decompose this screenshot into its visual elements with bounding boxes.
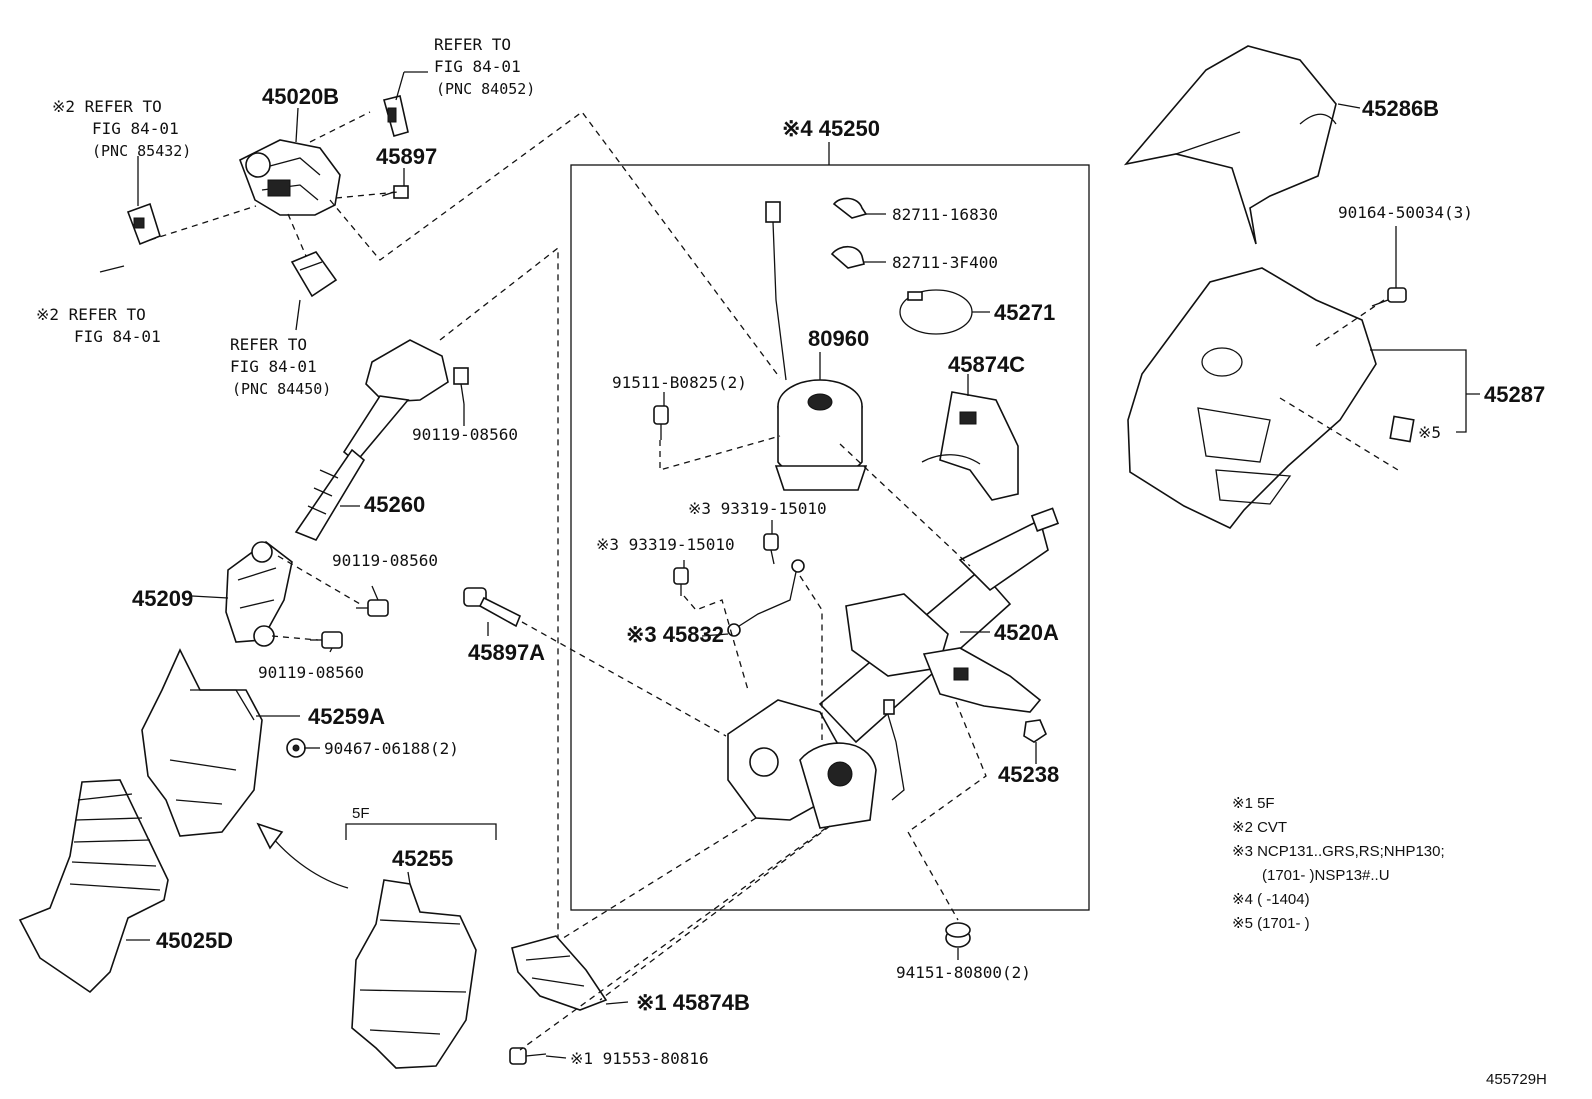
label-ref2: ※2 REFER TO	[52, 97, 162, 116]
label-pnc-top: (PNC 84052)	[436, 80, 535, 98]
note-3-cont: (1701- )NSP13#..U	[1262, 867, 1390, 884]
note-3: ※3 NCP131..GRS,RS;NHP130;	[1232, 843, 1445, 860]
label-90119-c: 90119-08560	[258, 663, 364, 682]
label-45832: ※3 45832	[626, 622, 724, 647]
column-boot-45025D	[18, 779, 169, 994]
label-refer-top: REFER TO	[434, 35, 511, 54]
label-90467: 90467-06188(2)	[324, 739, 459, 758]
label-fig-top: FIG 84-01	[434, 57, 521, 76]
universal-joint-45209	[225, 540, 293, 647]
screw-line	[99, 265, 125, 273]
label-45250: ※4 45250	[782, 116, 880, 141]
band-45271	[899, 289, 973, 335]
label-91553: ※1 91553-80816	[570, 1049, 709, 1068]
clip-90467-06188	[286, 738, 306, 758]
motor-wire-80960	[765, 201, 787, 381]
label-ref2-fig: FIG 84-01	[92, 119, 179, 138]
label-93319-right: ※3 93319-15010	[688, 499, 827, 518]
label-45259A: 45259A	[308, 704, 385, 729]
label-ref2b-fig: FIG 84-01	[74, 327, 161, 346]
part-labels: 45020B REFER TO FIG 84-01 (PNC 84052) ※2…	[36, 35, 1545, 1068]
label-45874C: 45874C	[948, 352, 1025, 377]
note-4: ※4 ( -1404)	[1232, 891, 1310, 908]
label-fig-mid: FIG 84-01	[230, 357, 317, 376]
label-90119-a: 90119-08560	[412, 425, 518, 444]
switch-connector-pnc-84052	[383, 95, 409, 137]
label-90119-b: 90119-08560	[332, 551, 438, 570]
label-5f: 5F	[352, 805, 370, 822]
note-2: ※2 CVT	[1232, 819, 1287, 836]
bolt-90119-08560-lower	[310, 631, 343, 649]
label-pnc-mid: (PNC 84450)	[232, 380, 331, 398]
column-boot-45259A	[141, 648, 263, 837]
label-45020B: 45020B	[262, 84, 339, 109]
label-80960: 80960	[808, 326, 869, 351]
label-45271: 45271	[994, 300, 1055, 325]
bolt-93319-15010-left	[673, 567, 689, 596]
ignition-switch-assembly-45020B	[238, 139, 341, 216]
screw-91511-B0825	[653, 405, 669, 440]
figure-id: 455729H	[1486, 1071, 1547, 1088]
label-refer-mid: REFER TO	[230, 335, 307, 354]
steering-column-4520A	[727, 507, 1060, 829]
bracket-45874B	[511, 935, 608, 1011]
label-plate-note5	[1389, 415, 1415, 443]
bolt-90119-08560-right	[356, 599, 389, 617]
label-note5-marker: ※5	[1418, 423, 1441, 442]
label-45897A: 45897A	[468, 640, 545, 665]
ground-wire-45832	[727, 559, 805, 637]
nut-94151-80800	[945, 922, 971, 948]
label-90164: 90164-50034(3)	[1338, 203, 1473, 222]
column-boot-45255	[351, 879, 477, 1069]
intermediate-shaft-45260	[294, 339, 449, 541]
motor-80960	[774, 379, 868, 491]
bracket-45874C	[921, 391, 1019, 501]
label-45238: 45238	[998, 762, 1059, 787]
label-82711-b: 82711-3F400	[892, 253, 998, 272]
five-f-arrow	[256, 822, 497, 889]
label-82711-a: 82711-16830	[892, 205, 998, 224]
nut-45238	[1023, 719, 1047, 743]
bolt-91553-80816	[509, 1047, 547, 1065]
notes-legend: ※1 5F ※2 CVT ※3 NCP131..GRS,RS;NHP130; (…	[1232, 795, 1445, 932]
label-ref2-pnc: (PNC 85432)	[92, 142, 191, 160]
switch-sensor-pnc-84450	[290, 251, 338, 298]
clamp-82711-3F400	[830, 245, 865, 269]
label-45287: 45287	[1484, 382, 1545, 407]
assembly-45250-boundary	[570, 164, 1090, 911]
label-94151: 94151-80800(2)	[896, 963, 1031, 982]
label-93319-left: ※3 93319-15010	[596, 535, 735, 554]
label-45260: 45260	[364, 492, 425, 517]
bolt-90119-08560-upper	[453, 367, 469, 405]
upper-cover-45286B	[1123, 45, 1337, 245]
label-91511: 91511-B0825(2)	[612, 373, 747, 392]
label-ref2b: ※2 REFER TO	[36, 305, 146, 324]
label-45255: 45255	[392, 846, 453, 871]
leader-lines	[126, 71, 1480, 1059]
label-45209: 45209	[132, 586, 193, 611]
label-45897: 45897	[376, 144, 437, 169]
lower-cover-45287	[1127, 267, 1377, 529]
clamp-82711-16830	[832, 197, 868, 219]
bolt-93319-15010-right	[763, 533, 779, 565]
dashed-assembly-lines	[149, 111, 1399, 1051]
bolt-45897A	[463, 587, 522, 628]
note-5: ※5 (1701- )	[1232, 915, 1310, 932]
screw-90164-50034	[1371, 287, 1407, 307]
label-45874B: ※1 45874B	[636, 990, 750, 1015]
label-45286B: 45286B	[1362, 96, 1439, 121]
label-4520A: 4520A	[994, 620, 1059, 645]
note-1: ※1 5F	[1232, 795, 1275, 812]
key-cylinder-pnc-85432	[126, 202, 161, 246]
label-45025D: 45025D	[156, 928, 233, 953]
